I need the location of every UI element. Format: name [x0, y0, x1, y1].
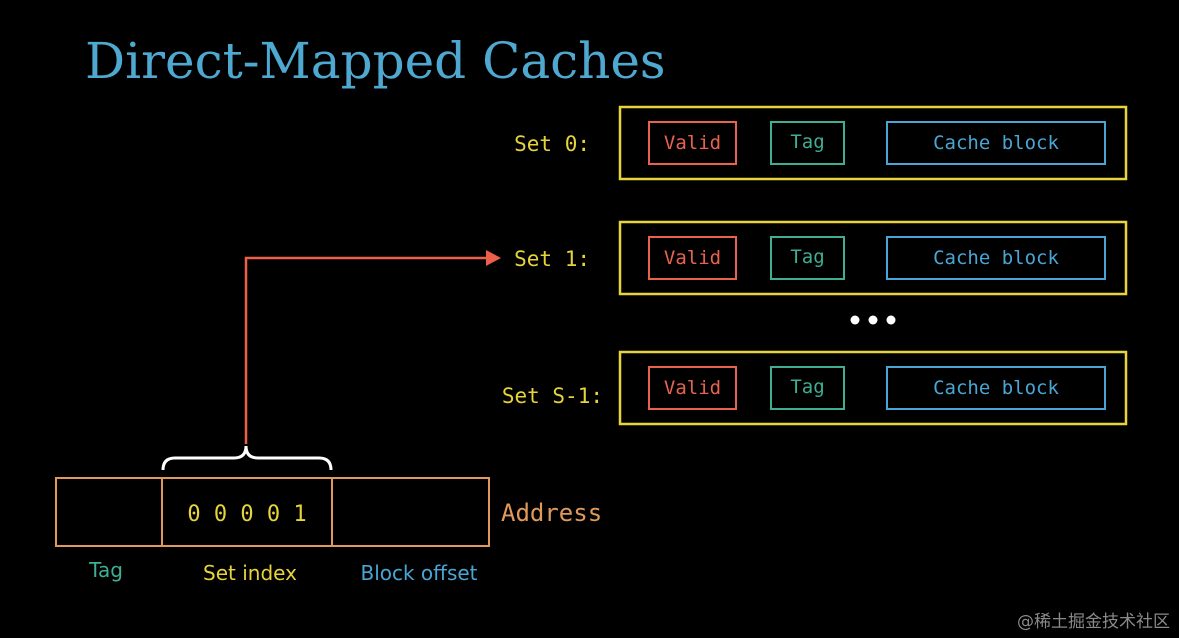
address-tag-field	[55, 477, 163, 547]
set-s-minus-1-tag-label: Tag	[790, 376, 824, 398]
set-0-frame	[618, 105, 1128, 181]
cache-set-1: Set 1: Valid Tag Cache block	[514, 220, 1128, 296]
set-1-tag-box	[770, 236, 845, 280]
ellipsis-dot	[850, 315, 860, 325]
set-1-label: Set 1:	[514, 247, 590, 271]
ellipsis-dot	[886, 315, 896, 325]
address-fields: 0 0 0 0 1 Address	[55, 477, 602, 547]
cache-set-0: Set 0: Valid Tag Cache block	[514, 105, 1128, 181]
set-1-tag-label: Tag	[790, 246, 824, 268]
page-title: Direct-Mapped Caches	[85, 32, 666, 90]
cache-set-s-minus-1: Set S-1: Valid Tag Cache block	[502, 350, 1128, 426]
ellipsis-dots	[850, 315, 896, 325]
set-0-valid-label: Valid	[664, 132, 721, 154]
set-0-label: Set 0:	[514, 132, 590, 156]
set-0-valid-box	[648, 121, 737, 165]
set-s-minus-1-valid-box	[648, 366, 737, 410]
set-0-cache-block-label: Cache block	[933, 132, 1059, 154]
set-s-minus-1-valid-label: Valid	[664, 377, 721, 399]
set-index-brace	[161, 445, 333, 471]
set-s-minus-1-frame	[618, 350, 1128, 426]
watermark: @稀土掘金技术社区	[1017, 612, 1170, 632]
address-label: Address	[501, 499, 602, 527]
set-1-valid-box	[648, 236, 737, 280]
set-s-minus-1-cache-block-box	[886, 366, 1106, 410]
set-s-minus-1-cache-block-label: Cache block	[933, 377, 1059, 399]
set-1-cache-block-label: Cache block	[933, 247, 1059, 269]
address-block-offset-field	[331, 477, 490, 547]
set-1-valid-label: Valid	[664, 247, 721, 269]
set-s-minus-1-label: Set S-1:	[502, 384, 603, 408]
arrow-head	[486, 250, 501, 266]
ellipsis-dot	[868, 315, 878, 325]
set-s-minus-1-tag-box	[770, 366, 845, 410]
set-0-tag-label: Tag	[790, 131, 824, 153]
set-1-frame	[618, 220, 1128, 296]
set-0-cache-block-box	[886, 121, 1106, 165]
set-0-tag-box	[770, 121, 845, 165]
block-offset-field-label: Block offset	[360, 561, 477, 585]
set-index-value: 0 0 0 0 1	[187, 502, 306, 527]
tag-field-label: Tag	[88, 558, 123, 582]
set-index-field-label: Set index	[203, 561, 297, 585]
set-index-arrow	[244, 250, 501, 444]
arrow-line	[244, 256, 486, 444]
set-1-cache-block-box	[886, 236, 1106, 280]
